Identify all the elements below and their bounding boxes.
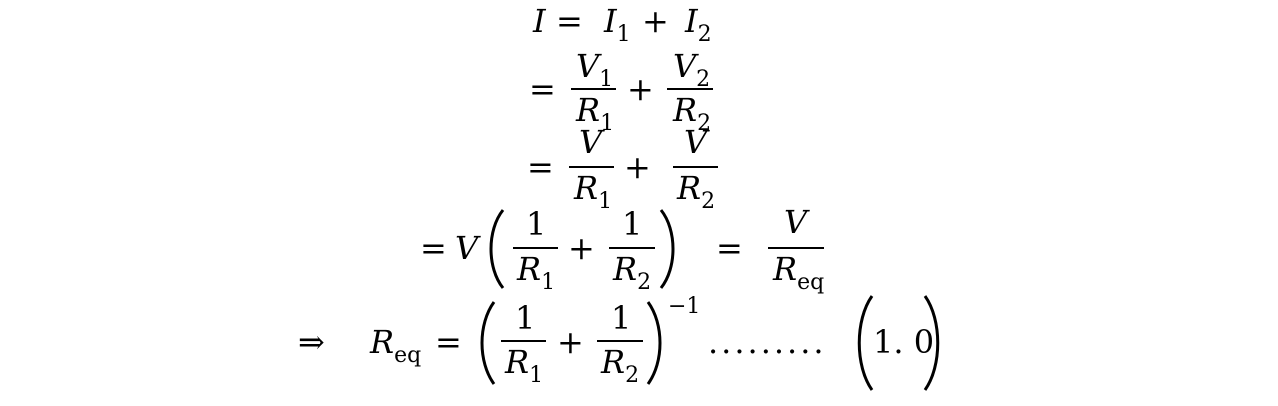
equivalent-resistance: Req (370, 323, 422, 368)
fraction-numerator: V2 (673, 47, 711, 92)
current-total: I (533, 2, 546, 40)
leader-dots: ......... (708, 323, 827, 361)
plus-sign: + (624, 148, 651, 186)
fraction-numerator: 1 (526, 205, 547, 243)
fraction-bar (673, 166, 718, 168)
fraction-numerator: 1 (622, 205, 643, 243)
fraction-denominator: R1 (576, 91, 615, 136)
fraction-denominator: R2 (601, 343, 640, 388)
equals-sign: = (556, 2, 583, 40)
equals-sign: = (529, 70, 556, 108)
fraction-bar (569, 166, 614, 168)
plus-sign: + (642, 2, 669, 40)
fraction-bar (667, 88, 713, 90)
fraction-numerator: V (579, 123, 603, 161)
current-i2: I2 (685, 2, 712, 47)
equals-sign: = (527, 148, 554, 186)
plus-sign: + (568, 229, 595, 267)
left-parenthesis (489, 209, 505, 289)
fraction-numerator: V1 (576, 47, 614, 92)
fraction-bar (768, 247, 824, 249)
fraction-numerator: 1 (611, 299, 632, 337)
fraction-bar (609, 247, 655, 249)
fraction-denominator: Req (773, 250, 825, 295)
right-parenthesis (646, 301, 662, 385)
left-parenthesis (857, 295, 874, 391)
equals-sign: = (435, 323, 462, 361)
equals-sign: = (420, 229, 447, 267)
fraction-denominator: R1 (505, 343, 544, 388)
right-parenthesis (923, 295, 940, 391)
exponent: −1 (668, 294, 701, 319)
implies-arrow: ⇒ (298, 323, 325, 361)
fraction-denominator: R1 (517, 250, 556, 295)
fraction-denominator: R2 (673, 91, 712, 136)
fraction-bar (571, 88, 616, 90)
fraction-bar (513, 247, 558, 249)
right-parenthesis (659, 209, 675, 289)
fraction-bar (501, 340, 546, 342)
fraction-bar (597, 340, 643, 342)
voltage-factor: V (455, 229, 479, 267)
fraction-denominator: R2 (677, 169, 716, 214)
left-parenthesis (480, 301, 496, 385)
plus-sign: + (627, 70, 654, 108)
fraction-numerator: V (784, 203, 808, 241)
fraction-numerator: 1 (515, 299, 536, 337)
equals-sign: = (716, 229, 743, 267)
current-i1: I1 (604, 2, 631, 47)
equation-number: 1. 0 (873, 323, 935, 361)
fraction-numerator: V (684, 123, 708, 161)
fraction-denominator: R1 (574, 169, 613, 214)
plus-sign: + (557, 323, 584, 361)
fraction-denominator: R2 (613, 250, 652, 295)
